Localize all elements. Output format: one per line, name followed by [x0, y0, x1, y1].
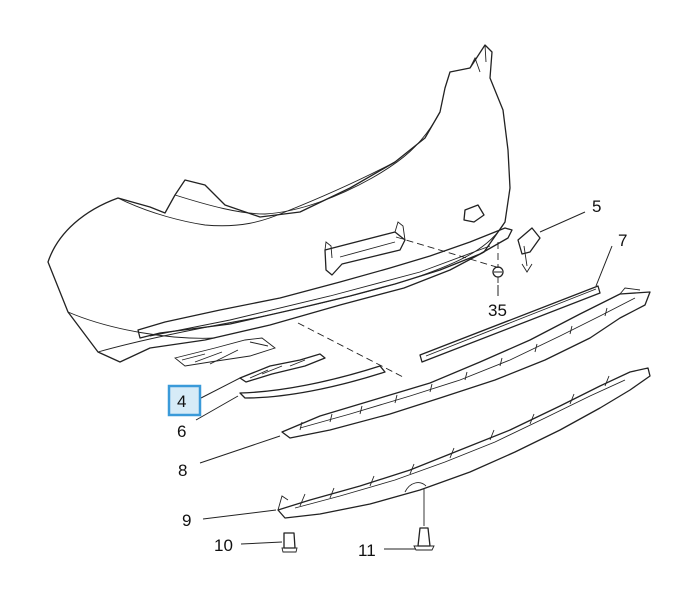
leader-lines [195, 211, 613, 550]
tow-hook-cover-part-5 [517, 227, 541, 273]
callout-7: 7 [618, 231, 627, 250]
bumper-bracket-part-8 [281, 287, 651, 439]
assembly-dashed-lines [297, 236, 501, 379]
callout-labels: 5 7 35 4 6 8 9 10 11 [167, 197, 627, 560]
callout-10: 10 [214, 536, 233, 555]
reflector-part-4 [239, 353, 326, 383]
screw-part-35 [492, 266, 504, 283]
callout-8: 8 [178, 461, 187, 480]
callout-11: 11 [358, 541, 376, 560]
upper-molding-strip-part-7 [419, 285, 601, 363]
rear-bumper-fascia [47, 44, 513, 367]
callout-9: 9 [182, 511, 191, 530]
callout-35: 35 [488, 301, 507, 320]
push-pin-clip-part-10 [281, 532, 298, 553]
callout-4: 4 [177, 392, 186, 411]
fastener-clip-part-11 [413, 488, 435, 551]
lower-molding-strip-part-6 [239, 365, 386, 399]
callout-4-highlight [167, 384, 202, 417]
callout-5: 5 [592, 197, 601, 216]
callout-6: 6 [177, 422, 186, 441]
lower-valance-part-9 [277, 367, 651, 519]
